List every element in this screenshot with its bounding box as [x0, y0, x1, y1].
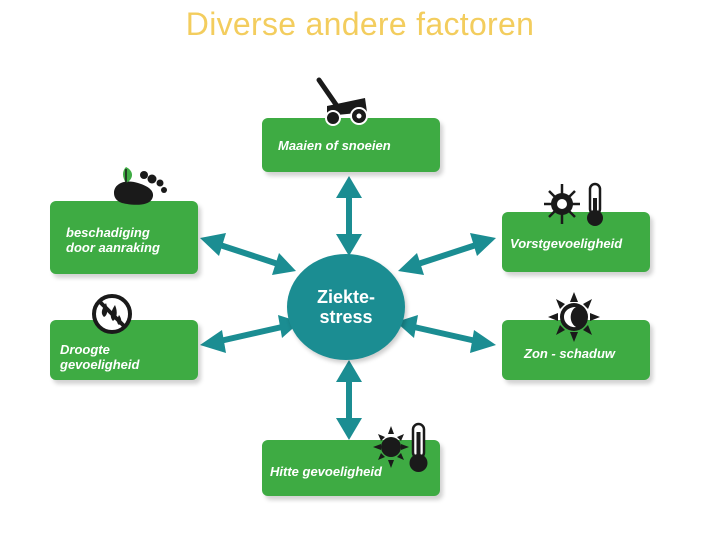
center-label-line1: Ziekte- [316, 287, 376, 307]
factor-label-aanraking-1: beschadiging [66, 225, 150, 240]
arrow-upper-right [398, 233, 496, 275]
factor-label-hitte: Hitte gevoeligheid [270, 464, 382, 479]
arrow-up [336, 176, 362, 256]
factor-box-aanraking: beschadiging door aanraking [50, 201, 198, 274]
no-drought-icon [92, 294, 132, 334]
factor-label-droogte-1: Droogte [60, 342, 110, 357]
arrow-upper-left [200, 233, 296, 275]
factor-label-maaien: Maaien of snoeien [278, 138, 391, 153]
footprint-icon [114, 167, 167, 205]
arrow-down [336, 360, 362, 440]
center-label-line2: stress [319, 307, 373, 327]
factor-label-zon: Zon - schaduw [524, 346, 615, 361]
center-node: Ziekte- stress [287, 254, 405, 360]
arrow-lower-left [200, 315, 300, 353]
sun-shade-icon [548, 292, 600, 342]
arrow-lower-right [396, 315, 496, 353]
factor-label-droogte-2: gevoeligheid [60, 357, 140, 372]
frost-thermometer-icon [544, 182, 603, 226]
factor-box-hitte: Hitte gevoeligheid [262, 440, 440, 496]
factor-box-vorst: Vorstgevoeligheid [502, 212, 650, 272]
heat-thermometer-icon [373, 422, 428, 472]
factor-label-vorst: Vorstgevoeligheid [510, 236, 623, 251]
factor-label-aanraking-2: door aanraking [66, 240, 160, 255]
lawn-mower-icon [316, 77, 368, 126]
slide-title: Diverse andere factoren [185, 6, 535, 42]
factor-box-maaien: Maaien of snoeien [262, 118, 440, 172]
